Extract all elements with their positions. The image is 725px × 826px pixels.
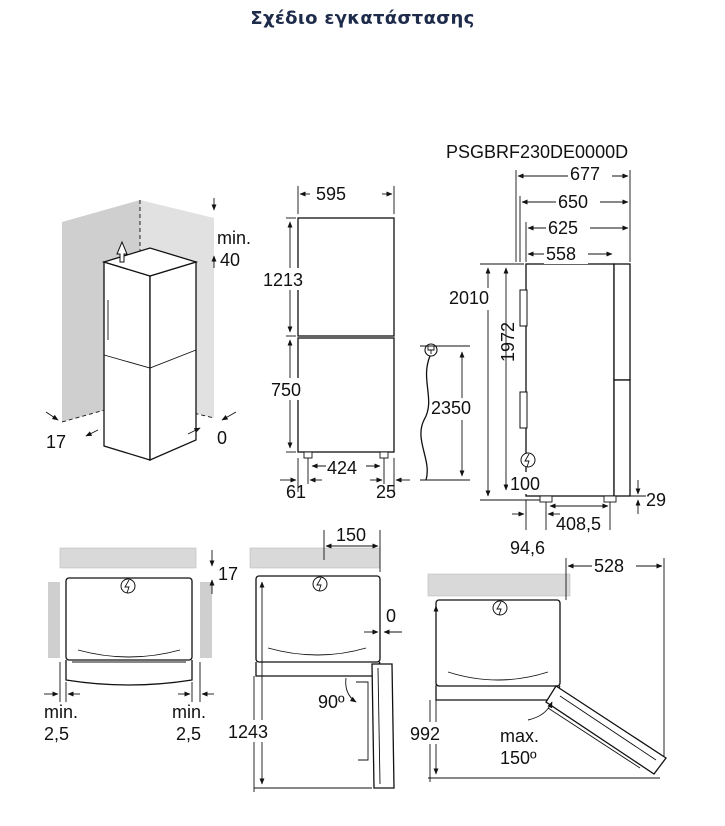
top-clearance-label-2: 40 [220,250,240,270]
open-depth-label-2: 1243 [228,722,268,742]
max-angle-label-1: max. [500,726,539,746]
power-cable [420,355,431,481]
fridge-front [103,261,151,461]
depth-625-label: 625 [548,218,578,238]
freezer-height-label: 1213 [263,270,303,290]
fridge-side [149,261,197,461]
fridge-top [101,247,199,277]
right-offset-label: 25 [376,482,396,502]
top-body-2 [255,575,381,663]
wall-top-1 [59,547,197,569]
top-view-3: 528 max. 150º 992 [408,556,667,782]
top-view-1: 17 min. 2,5 min. 2,5 [44,547,238,744]
depth-677-label: 677 [570,164,600,184]
side-clearance-label: 17 [46,432,66,452]
front-width-label: 595 [316,184,346,204]
bottom-100-label: 100 [510,474,540,494]
front-view: 595 1213 750 424 61 25 2350 [262,184,484,502]
bottom-29-label: 29 [646,490,666,510]
depth-650-label: 650 [558,192,588,212]
model-code: PSGBRF230DE0000D [446,142,628,162]
front-lower-door [297,337,395,453]
open-depth-label-3: 992 [410,724,440,744]
max-angle-label-2: 150º [500,748,537,768]
door-width-label: 528 [594,556,624,576]
door-offset-label: 150 [336,525,366,545]
lightning-icon [524,453,530,468]
page-title: Σχέδιο εγκατάστασης [250,8,475,29]
plug-icon [427,346,435,354]
depth-558-label: 558 [546,244,576,264]
open-door-90 [371,663,395,789]
fridge-height-label: 750 [271,380,301,400]
open-door-150 [545,685,667,775]
height-2010-label: 2010 [449,288,489,308]
foot-span-label: 408,5 [556,514,601,534]
right-min-label-2: 2,5 [176,724,201,744]
height-1972-label: 1972 [498,322,518,362]
wall-top-3 [427,573,571,597]
right-min-label-1: min. [172,702,206,722]
top-view-2: 150 0 90º 1243 [226,525,402,792]
left-min-label-1: min. [44,702,78,722]
wall-gap-label: 17 [218,564,238,584]
cable-length-label: 2350 [431,398,471,418]
side-body [525,263,615,497]
foot-offset-label: 94,6 [510,538,545,558]
perspective-view: min. 40 17 0 [45,198,251,461]
left-offset-label: 61 [286,482,306,502]
back-clearance-label: 0 [217,428,227,448]
top-body-1 [65,577,193,661]
door-angle-label: 90º [318,692,345,712]
feet-span-label: 424 [327,458,357,478]
side-gap-label: 0 [386,606,396,626]
up-arrow-icon [116,240,128,263]
left-min-label-2: 2,5 [44,724,69,744]
top-clearance-label-1: min. [217,228,251,248]
side-view: PSGBRF230DE0000D 677 650 625 558 2010 [446,142,666,558]
wall-top-2 [249,547,381,569]
